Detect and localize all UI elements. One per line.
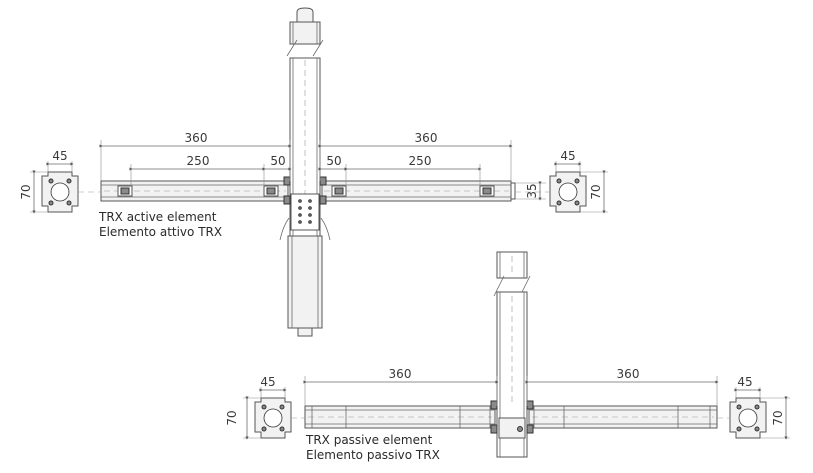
passive-right-total-label: 360 [617, 367, 640, 381]
passive-dimension-lines [243, 376, 790, 440]
passive-left-bar [304, 400, 498, 434]
active-left-bracket [41, 171, 100, 213]
active-caption-it: Elemento attivo TRX [99, 225, 222, 239]
active-left-bracket-width-label: 45 [52, 149, 67, 163]
passive-right-bracket-height-label: 70 [771, 410, 785, 425]
active-right-inner-label: 250 [409, 154, 432, 168]
passive-left-bracket [254, 397, 305, 439]
passive-right-bar [526, 400, 718, 434]
active-left-inner-label: 250 [187, 154, 210, 168]
passive-caption-it: Elemento passivo TRX [306, 448, 440, 462]
passive-left-bracket-height-label: 70 [225, 410, 239, 425]
active-caption-en: TRX active element [98, 210, 217, 224]
active-vertical-rod [286, 7, 324, 337]
active-lock-box [279, 193, 331, 241]
passive-left-total-label: 360 [389, 367, 412, 381]
active-left-offset-label: 50 [270, 154, 285, 168]
active-right-bracket-width-label: 45 [560, 149, 575, 163]
active-right-bracket-height-label: 70 [589, 184, 603, 199]
active-right-total-label: 360 [415, 131, 438, 145]
passive-left-bracket-width-label: 45 [260, 375, 275, 389]
passive-right-bracket-width-label: 45 [737, 375, 752, 389]
active-right-bar [319, 176, 516, 205]
active-right-offset-label: 50 [326, 154, 341, 168]
passive-caption-en: TRX passive element [305, 433, 433, 447]
active-left-total-label: 360 [185, 131, 208, 145]
passive-vertical-rod [493, 251, 531, 458]
active-bar-height-label: 35 [525, 183, 539, 198]
active-left-bracket-height-label: 70 [19, 184, 33, 199]
active-dimension-lines [30, 140, 608, 214]
passive-element: 360 360 45 45 70 70 TRX passive element … [225, 251, 790, 462]
active-element: 360 360 250 250 50 50 35 45 45 70 70 TRX… [19, 7, 608, 337]
active-left-bar [100, 176, 291, 205]
active-right-bracket [515, 171, 587, 213]
passive-right-bracket [717, 397, 767, 439]
